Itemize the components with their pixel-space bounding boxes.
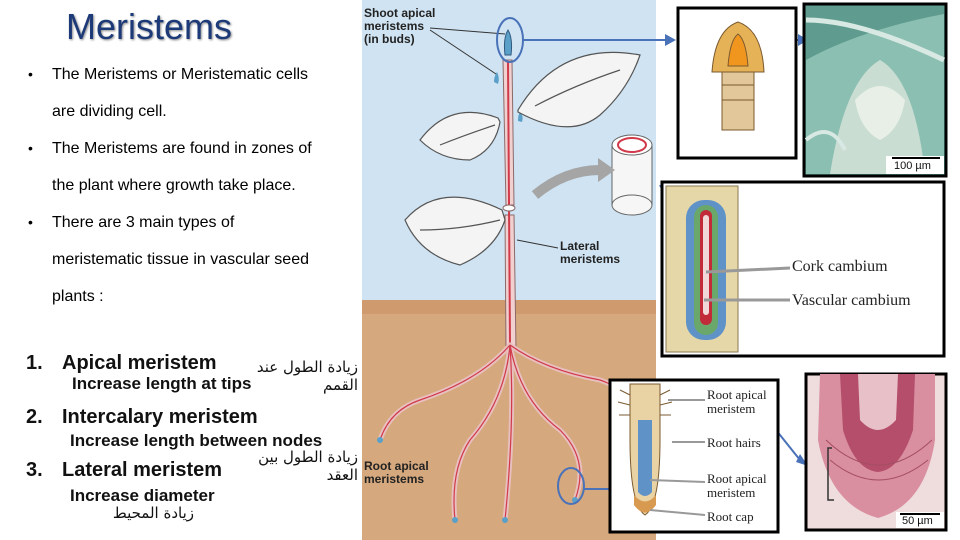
type-number: 2. — [26, 406, 43, 428]
type-description: Increase length between nodes — [70, 431, 323, 450]
leaf-icon — [404, 51, 641, 266]
root-apical-label: Root apical meristems — [364, 459, 429, 486]
root-section-illustration — [617, 383, 706, 516]
type-name: Intercalary meristem — [62, 406, 258, 428]
root-apical-meristem-label-lower: Root apical meristem — [707, 471, 767, 500]
type-description: Increase length at tips — [72, 374, 252, 393]
root-apical-meristem-label: Root apical meristem — [707, 387, 767, 416]
type-number: 1. — [26, 352, 43, 374]
bullet-item: • There are 3 main types of meristematic… — [28, 204, 368, 315]
type-arabic: زيادة الطول عند القمم — [256, 358, 358, 394]
bullet-text: meristematic tissue in vascular seed — [52, 251, 309, 268]
bullet-text: plants : — [52, 288, 104, 305]
root-hairs-label: Root hairs — [707, 435, 761, 450]
bullet-item: • The Meristems or Meristematic cells ar… — [28, 56, 368, 130]
bud-illustration — [711, 21, 765, 131]
bullet-list: • The Meristems or Meristematic cells ar… — [28, 56, 368, 315]
bullet-text: are dividing cell. — [52, 103, 167, 120]
cork-cambium-label: Cork cambium — [792, 258, 888, 275]
bullet-text: There are 3 main types of — [52, 214, 235, 231]
slide-title: Meristems — [66, 6, 233, 47]
type-arabic: زيادة المحيط — [112, 504, 194, 522]
shoot-scale-label: 100 µm — [894, 160, 931, 172]
bullet-text: The Meristems are found in zones of — [52, 140, 312, 157]
type-name: Apical meristem — [62, 352, 217, 374]
bullet-text: the plant where growth take place. — [52, 177, 296, 194]
type-description: Increase diameter — [70, 486, 215, 505]
shoot-apical-label: Shoot apical meristems (in buds) — [364, 6, 436, 46]
stem-section-illustration — [665, 185, 739, 353]
shoot-micrograph — [804, 14, 946, 174]
bullet-dot-icon: • — [28, 214, 33, 230]
stem-cylinder-icon — [611, 134, 653, 216]
root-cap-label: Root cap — [707, 509, 754, 524]
type-arabic: زيادة الطول بين العقد — [258, 448, 358, 484]
type-number: 3. — [26, 459, 43, 481]
root-scale-label: 50 µm — [902, 515, 933, 527]
lateral-meristem-label: Lateral meristems — [560, 239, 621, 266]
bullet-dot-icon: • — [28, 140, 33, 156]
bullet-dot-icon: • — [28, 66, 33, 82]
vascular-cambium-label: Vascular cambium — [792, 292, 911, 309]
root-micrograph — [818, 374, 944, 528]
bullet-text: The Meristems or Meristematic cells — [52, 66, 309, 83]
type-name: Lateral meristem — [62, 459, 223, 481]
bullet-item: • The Meristems are found in zones of th… — [28, 130, 368, 204]
magnify-arrow-icon — [531, 165, 601, 199]
